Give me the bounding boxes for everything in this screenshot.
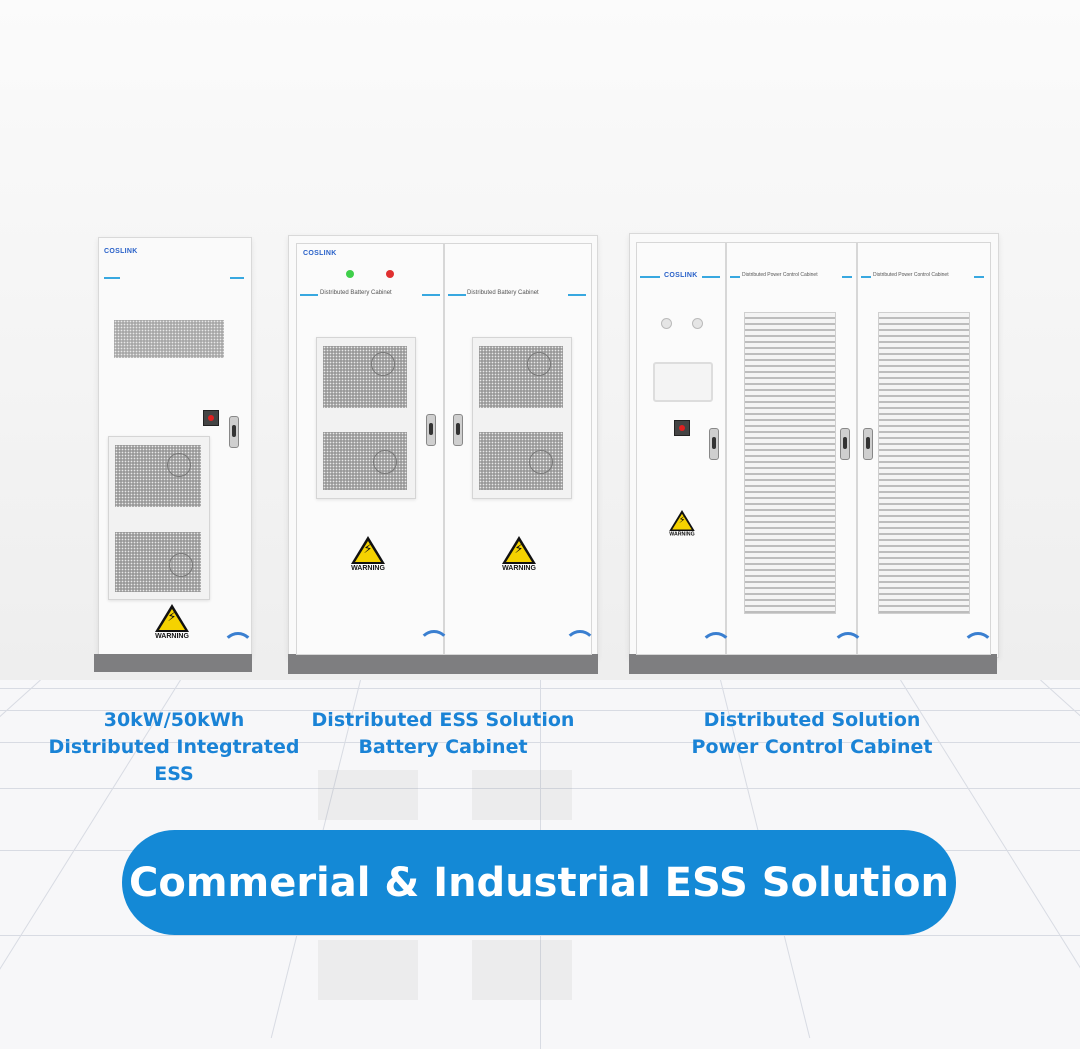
door-label: Distributed Power Control Cabinet: [873, 272, 949, 278]
display-screen: [653, 362, 713, 402]
air-conditioner-unit: [472, 337, 572, 499]
product-caption-battery-cabinet: Distributed ESS Solution Battery Cabinet: [311, 709, 575, 758]
door-handle-icon: [863, 428, 873, 460]
door-handle-icon: [709, 428, 719, 460]
warning-sign-icon: ⚡ WARNING: [152, 604, 192, 640]
door-label: Distributed Battery Cabinet: [320, 290, 392, 296]
door-label: Distributed Battery Cabinet: [467, 290, 539, 296]
brand-logo: COSLINK: [104, 248, 138, 255]
brand-logo: COSLINK: [664, 272, 698, 279]
brand-logo: COSLINK: [303, 250, 337, 257]
louver-vent: [878, 312, 970, 614]
product-caption-power-control-cabinet: Distributed Solution Power Control Cabin…: [691, 709, 933, 758]
product-caption-integrated-ess: 30kW/50kWh Distributed Integtrated ESS: [48, 709, 300, 785]
door-handle-icon: [453, 414, 463, 446]
warning-sign-icon: ⚡ WARNING: [667, 510, 697, 537]
door-handle-icon: [426, 414, 436, 446]
solution-banner: Commerial & Industrial ESS Solution: [122, 830, 956, 935]
banner-title: Commerial & Industrial ESS Solution: [129, 859, 949, 906]
door-label: Distributed Power Control Cabinet: [742, 272, 818, 278]
warning-sign-icon: ⚡ WARNING: [499, 536, 539, 572]
air-conditioner-unit: [108, 436, 210, 600]
warning-sign-icon: ⚡ WARNING: [348, 536, 388, 572]
door-handle-icon: [840, 428, 850, 460]
vent-panel: [114, 320, 224, 358]
louver-vent: [744, 312, 836, 614]
emergency-stop-icon: [674, 420, 690, 436]
air-conditioner-unit: [316, 337, 416, 499]
emergency-stop-icon: [203, 410, 219, 426]
door-handle-icon: [229, 416, 239, 448]
